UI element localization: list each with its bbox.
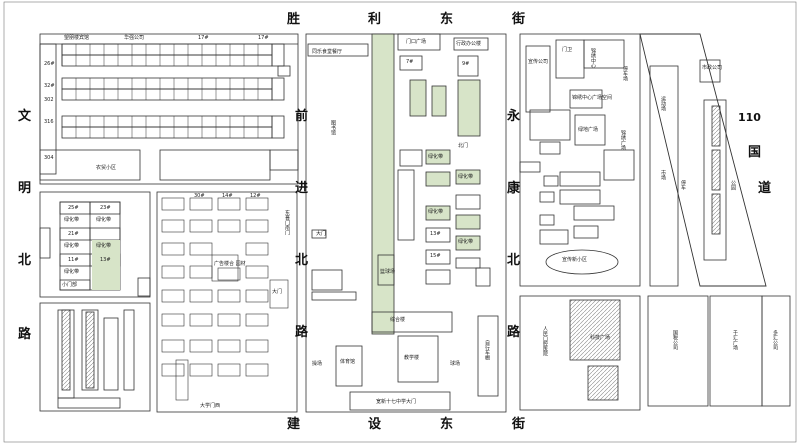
label-se-b: 科技广场 — [590, 335, 611, 341]
label-se-d: 千汇广场 — [732, 330, 738, 350]
label-green-4: 绿化带 — [96, 243, 112, 249]
road-name-east-1: 永 — [507, 109, 521, 124]
road-name-south-3: 东 — [440, 417, 454, 432]
label-sw-14: 14# — [222, 193, 233, 199]
label-sw-xw: 东晋门南门 — [284, 210, 290, 235]
label-c-7: 7# — [406, 59, 414, 65]
road-name-east-4: 路 — [507, 325, 521, 340]
road-name-east-3: 北 — [507, 253, 521, 268]
label-c-canteen: 同乐食堂餐厅 — [312, 49, 343, 55]
label-green-3: 绿化带 — [64, 243, 80, 249]
label-nw-304: 304 — [44, 155, 54, 161]
road-name-north-1: 胜 — [287, 12, 301, 27]
label-se-c: 国税公司 — [672, 330, 678, 350]
label-ne-g: 锦绣广场 — [620, 130, 626, 150]
label-nw-302: 302 — [44, 97, 54, 103]
label-c-lib: 图书馆 — [330, 120, 336, 135]
label-gb-13: 13# — [100, 257, 111, 263]
highway-name-2: 道 — [758, 181, 772, 196]
label-gb-11: 11# — [68, 257, 79, 263]
road-name-west-2: 明 — [18, 181, 32, 196]
label-nw-ent: 农贸小区 — [96, 165, 117, 171]
label-sw-east: 大学门西 — [200, 403, 221, 409]
label-c-sport: 操场 — [312, 361, 323, 367]
label-nw-top-a: 望朋楼宾馆 — [64, 35, 90, 41]
label-c-green-2: 绿化带 — [458, 174, 474, 180]
ne-block — [519, 33, 641, 287]
nw-block — [39, 33, 299, 185]
label-ne-c: 锦绣中心 — [590, 48, 596, 68]
label-c-gate2: 北门 — [458, 143, 469, 149]
label-c-zh: 自行车棚 — [484, 340, 490, 360]
road-name-center-4: 路 — [295, 325, 309, 340]
label-c-hall: 综合楼 — [390, 317, 406, 323]
label-c-office: 行政办公楼 — [456, 41, 482, 47]
road-name-west-3: 北 — [18, 253, 32, 268]
road-name-center-3: 北 — [295, 253, 309, 268]
road-name-east-2: 康 — [507, 181, 521, 196]
label-se-e: 多汇公司 — [772, 330, 778, 350]
label-gb-25: 25# — [68, 205, 79, 211]
label-ne-j: 停车 — [680, 180, 686, 190]
road-name-north-4: 街 — [512, 12, 526, 27]
highway-name-1: 国 — [748, 145, 762, 160]
road-name-north-3: 东 — [440, 12, 454, 27]
road-name-north-2: 利 — [368, 12, 382, 27]
label-c-green-4: 绿化带 — [458, 239, 474, 245]
road-name-west-4: 路 — [18, 327, 32, 342]
label-c-court: 篮球场 — [380, 269, 396, 275]
label-nw-316: 316 — [44, 119, 54, 125]
label-c-teach: 教学楼 — [404, 355, 420, 361]
label-nw-26: 26# — [44, 61, 55, 67]
label-ne-l: 公园 — [730, 180, 736, 190]
sw-grid-block — [156, 191, 298, 413]
road-name-south-2: 设 — [368, 417, 382, 432]
road-name-center-2: 进 — [295, 181, 309, 196]
label-ne-b: 门卫 — [562, 47, 573, 53]
label-c-13: 13# — [430, 231, 441, 237]
label-ne-i: 运动场 — [660, 96, 666, 111]
label-c-playground: 球场 — [450, 361, 461, 367]
sw-block — [39, 302, 151, 412]
label-ne-h: 宣传新小区 — [562, 257, 588, 263]
label-ne-f: 停车场 — [622, 66, 628, 81]
label-c-gate1: 门口广场 — [406, 39, 427, 45]
label-ne-e: 绿地广场 — [578, 127, 599, 133]
label-c-green-3: 绿化带 — [428, 209, 444, 215]
label-gb-xmb: 小门部 — [62, 282, 78, 288]
label-green-2: 绿化带 — [96, 217, 112, 223]
label-sw-ad: 广告楼合 园材 — [214, 261, 246, 267]
label-c-south-gate: 宽新十七中学大门 — [376, 399, 417, 405]
road-name-south-4: 街 — [512, 417, 526, 432]
label-green-1: 绿化带 — [64, 217, 80, 223]
label-nw-17b: 17# — [258, 35, 269, 41]
label-c-9: 9# — [462, 61, 470, 67]
label-gb-23: 23# — [100, 205, 111, 211]
label-ne-d: 锦绣中心广场空间 — [572, 95, 613, 101]
label-c-green-1: 绿化带 — [428, 154, 444, 160]
label-c-gym: 体育馆 — [340, 359, 356, 365]
label-c-15: 15# — [430, 253, 441, 259]
label-c-gate3: 大门 — [316, 231, 327, 237]
label-ne-k: 市政公司 — [702, 65, 723, 71]
label-nw-17: 17# — [198, 35, 209, 41]
label-se-a: 人民口腔医院 — [542, 326, 548, 356]
label-nw-32: 32# — [44, 83, 55, 89]
label-gb-21: 21# — [68, 231, 79, 237]
label-nw-top-b: 华强公司 — [124, 35, 145, 41]
highway-number: 110 — [738, 111, 761, 124]
label-sw-gate: 大门 — [272, 289, 283, 295]
label-green-5: 绿化带 — [64, 269, 80, 275]
label-ne-a: 宣传公司 — [528, 59, 549, 65]
label-ne-m: 市场 — [660, 170, 666, 180]
road-name-west-1: 文 — [18, 109, 32, 124]
road-name-center-1: 前 — [295, 109, 309, 124]
road-name-south-1: 建 — [287, 417, 301, 432]
label-sw-12: 12# — [250, 193, 261, 199]
label-sw-30: 30# — [194, 193, 205, 199]
